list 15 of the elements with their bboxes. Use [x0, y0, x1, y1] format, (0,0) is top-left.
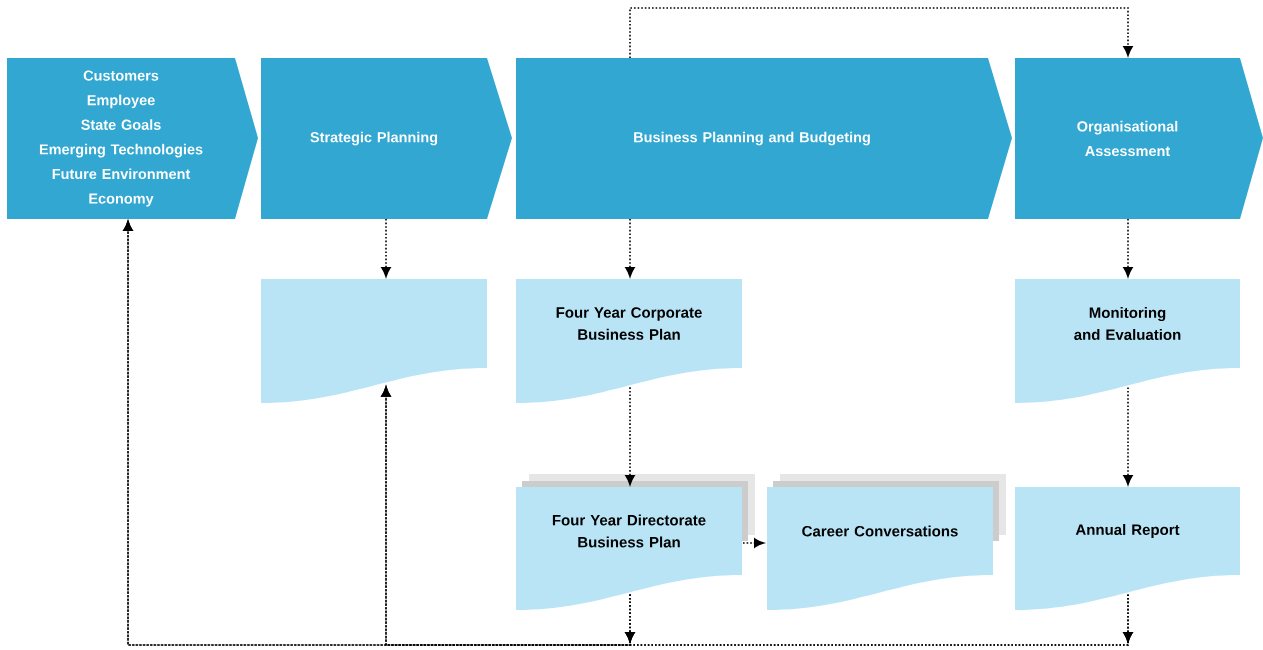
arrow [381, 386, 1133, 646]
stacked-document: Career Conversations [767, 474, 1006, 610]
arrow [1123, 218, 1133, 278]
arrow [742, 538, 765, 548]
arrow [629, 7, 1133, 59]
stacked-document: Four Year Directorate Business Plan [516, 474, 755, 610]
arrow [625, 386, 635, 486]
arrow [1123, 386, 1133, 486]
chevron-box: Business Planning and Budgeting [516, 58, 1012, 219]
arrow [625, 218, 635, 278]
chevron-box: Customers Employee State Goals Emerging Technologies Future Environment Economy [7, 58, 258, 219]
arrow [381, 218, 391, 278]
chevron-box: Organisational Assessment [1015, 58, 1263, 219]
document-shape [261, 279, 487, 403]
chevron-box: Strategic Planning [261, 58, 512, 219]
